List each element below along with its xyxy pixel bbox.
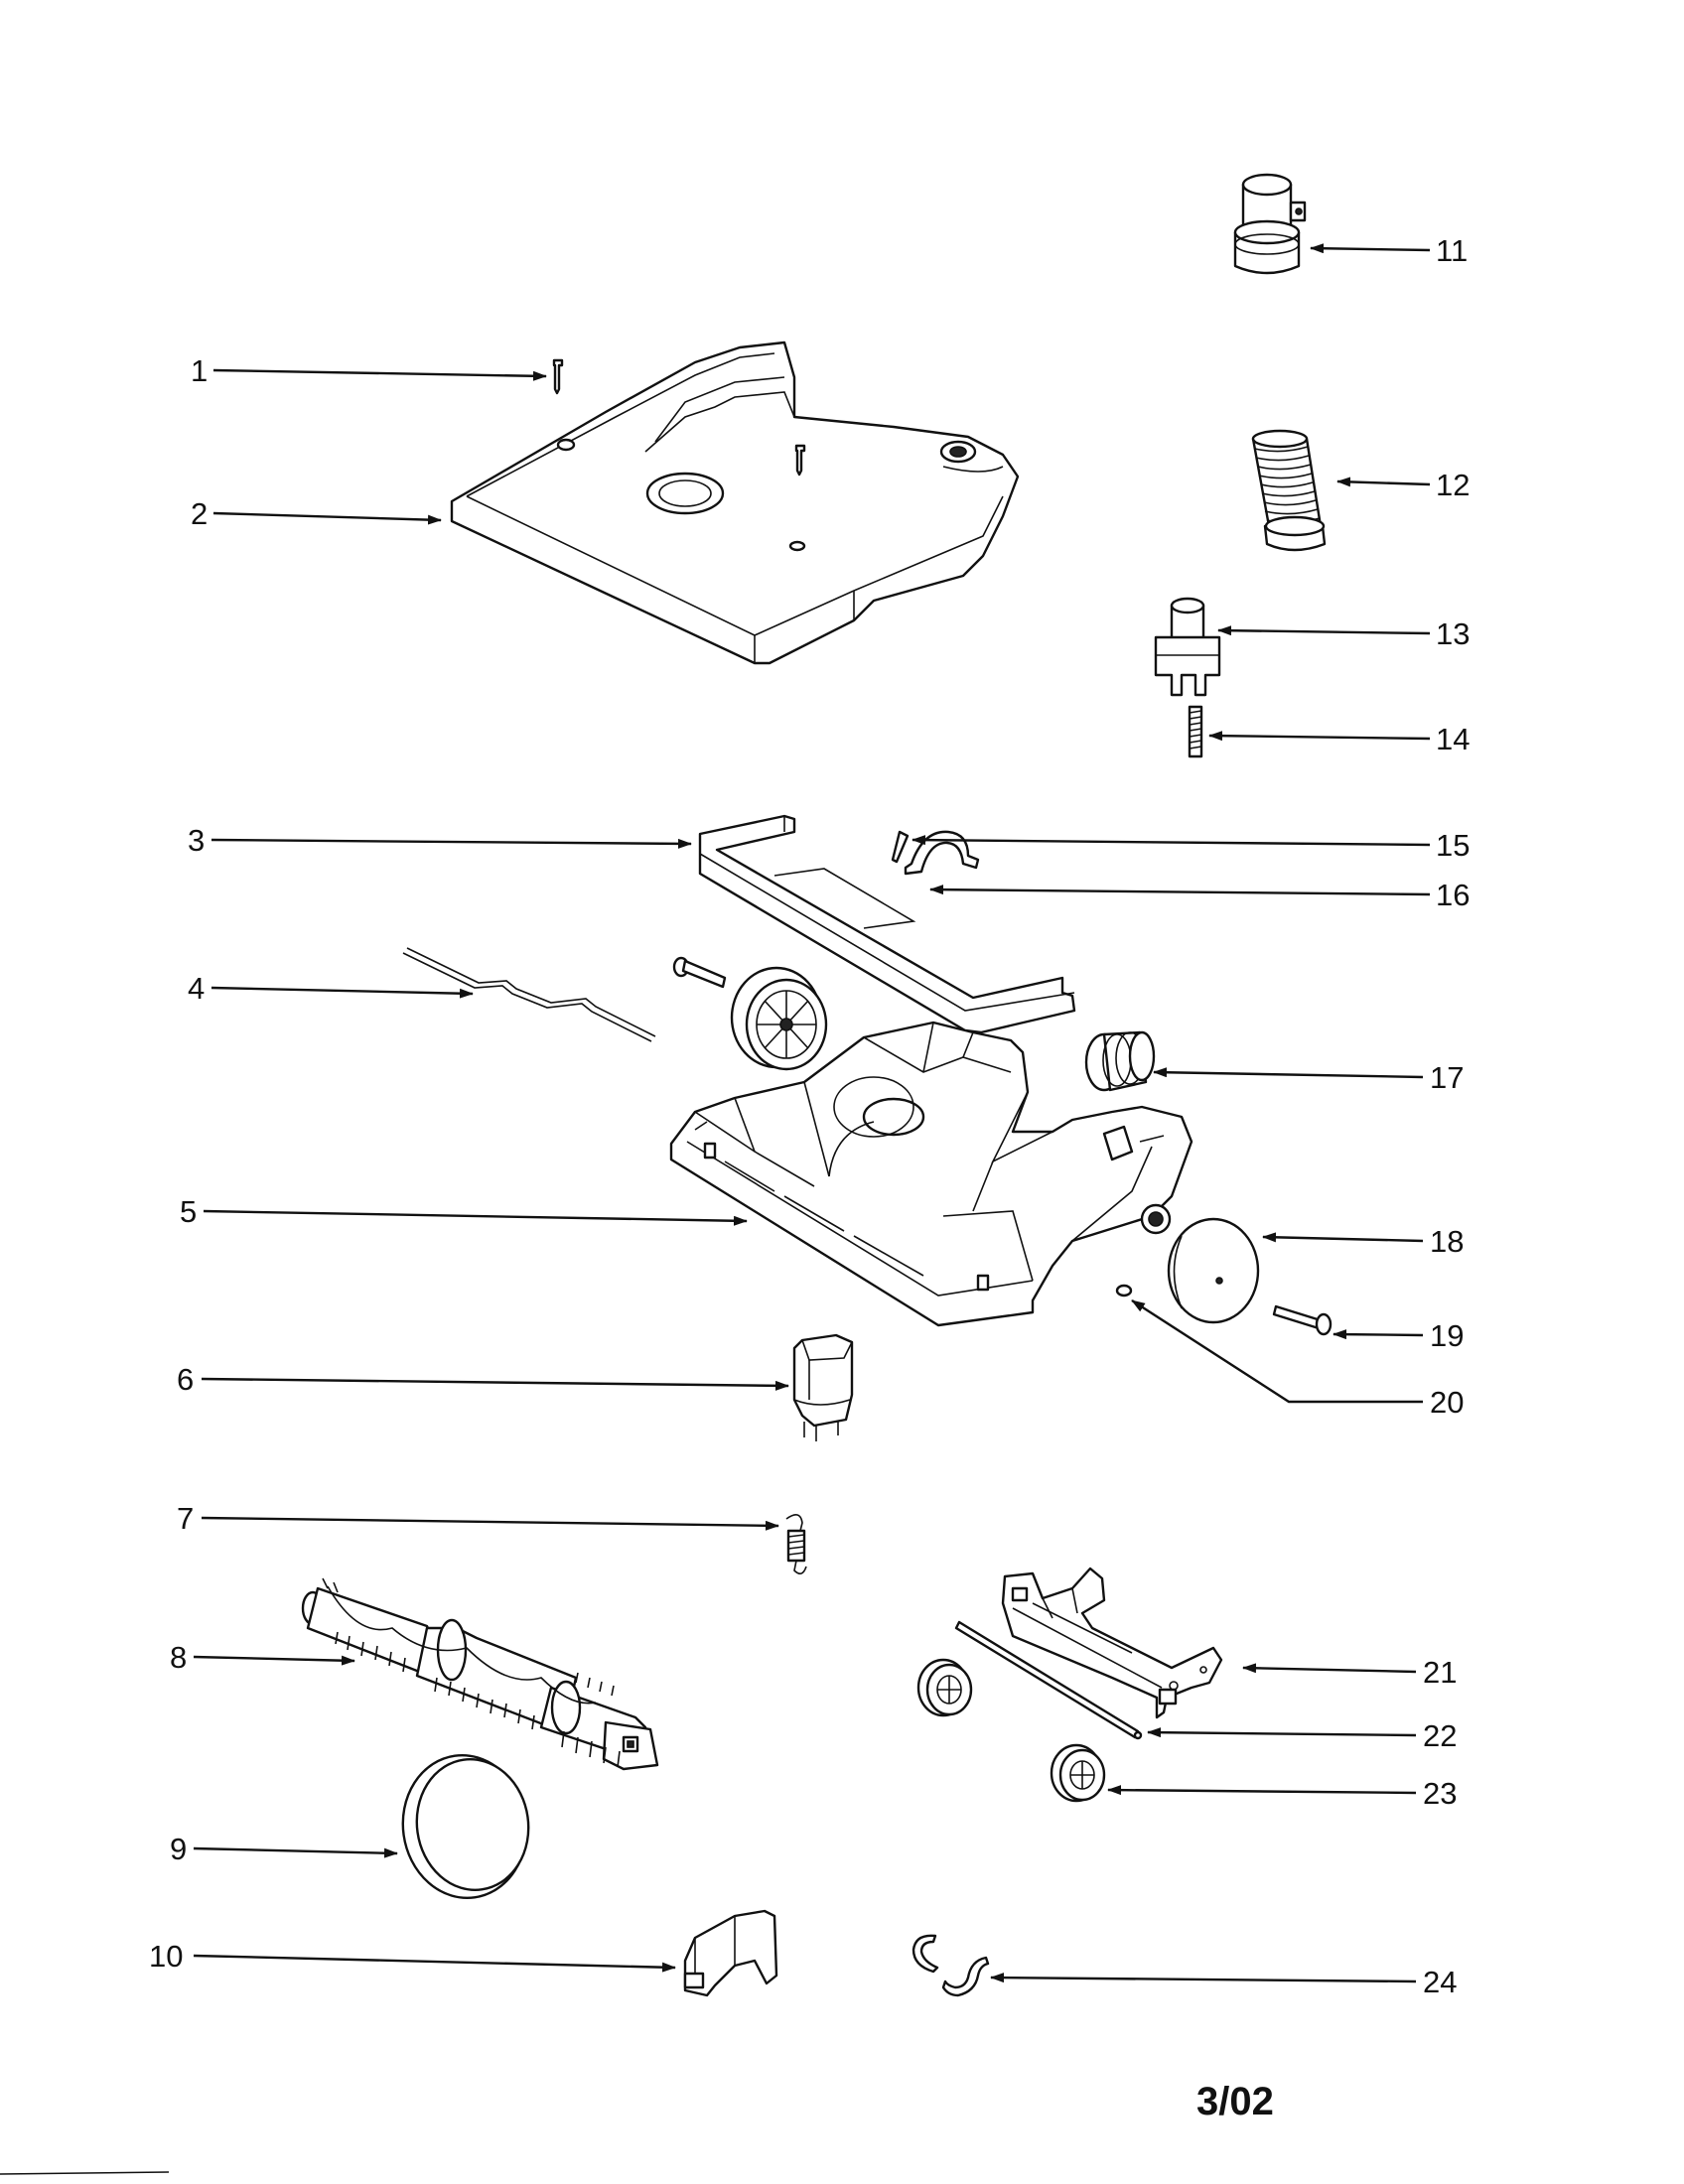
leader-17: [1153, 1067, 1424, 1079]
part-10-bracket: [683, 1909, 778, 1997]
part-18-dome-cover: [1167, 1217, 1260, 1324]
callout-10: 10: [149, 1939, 183, 1974]
part-2-hood: [450, 341, 1020, 665]
leader-19: [1333, 1329, 1424, 1340]
callout-6: 6: [177, 1362, 194, 1397]
leader-24: [990, 1973, 1417, 1983]
leader-5: [203, 1209, 748, 1226]
callout-labels: 1 2 3 4 5 6 7 8 9 10 11 12 13 14 15 16 1…: [149, 233, 1470, 1999]
callout-18: 18: [1430, 1224, 1464, 1259]
revision-code: 3/02: [1196, 2080, 1274, 2123]
leader-lines: [193, 243, 1431, 1983]
callout-2: 2: [191, 496, 208, 531]
part-15-screw: [891, 830, 910, 864]
part-14-spring: [1188, 705, 1203, 758]
part-20-washer: [1115, 1284, 1133, 1297]
leader-4: [210, 986, 474, 999]
callout-23: 23: [1423, 1776, 1457, 1811]
wheel-axle-pin: [672, 956, 727, 989]
leader-14: [1208, 731, 1431, 742]
callout-19: 19: [1430, 1318, 1464, 1353]
callout-9: 9: [170, 1832, 187, 1866]
part-23-wheels: [916, 1658, 1106, 1803]
leader-23: [1107, 1785, 1417, 1796]
part-9-belt: [401, 1753, 530, 1900]
part-12-corrugated-hose: [1251, 429, 1327, 552]
part-21-carriage: [1001, 1567, 1223, 1719]
callout-13: 13: [1436, 616, 1470, 651]
part-11-hose-cuff: [1233, 173, 1307, 275]
callout-7: 7: [177, 1501, 194, 1536]
leader-6: [201, 1377, 789, 1391]
page-edge-line: [0, 2171, 170, 2175]
leader-16: [929, 885, 1431, 896]
leader-18: [1262, 1232, 1424, 1243]
callout-1: 1: [191, 353, 208, 388]
callout-21: 21: [1423, 1655, 1457, 1690]
part-8-brush-roll: [301, 1577, 659, 1771]
callout-5: 5: [180, 1194, 197, 1229]
leader-7: [201, 1516, 779, 1531]
callout-16: 16: [1436, 878, 1470, 912]
callout-8: 8: [170, 1640, 187, 1675]
callout-22: 22: [1423, 1718, 1457, 1753]
part-13-actuator: [1154, 597, 1221, 697]
leader-1: [212, 368, 547, 381]
rear-wheel: [730, 966, 828, 1071]
part-19-pin: [1272, 1304, 1333, 1336]
callout-4: 4: [188, 971, 205, 1006]
callout-3: 3: [188, 823, 205, 858]
callout-14: 14: [1436, 722, 1470, 756]
leader-2: [212, 511, 442, 525]
callout-12: 12: [1436, 468, 1470, 502]
leader-20: [1131, 1298, 1423, 1404]
leader-8: [193, 1655, 355, 1666]
leader-11: [1310, 243, 1431, 254]
part-1-screw: [552, 358, 564, 395]
part-6-valve: [792, 1333, 854, 1441]
leader-3: [210, 838, 692, 849]
callout-15: 15: [1436, 828, 1470, 863]
leader-21: [1242, 1663, 1417, 1674]
leader-22: [1147, 1727, 1417, 1738]
part-5-base-housing: [669, 1021, 1193, 1327]
part-22-axle-rod: [954, 1620, 1143, 1740]
callout-11: 11: [1436, 233, 1468, 268]
leader-13: [1217, 625, 1431, 636]
part-24-clips: [912, 1934, 990, 1997]
callout-24: 24: [1423, 1965, 1457, 1999]
leader-12: [1336, 477, 1431, 487]
part-4-wire-rod: [402, 947, 656, 1042]
part-7-spring: [785, 1514, 807, 1574]
leader-10: [193, 1954, 676, 1973]
leader-15: [912, 835, 1431, 847]
callout-20: 20: [1430, 1385, 1464, 1420]
part-16-clamp: [904, 830, 980, 876]
leader-9: [193, 1846, 398, 1858]
part-17-coupling: [1084, 1030, 1156, 1092]
callout-17: 17: [1430, 1060, 1464, 1095]
